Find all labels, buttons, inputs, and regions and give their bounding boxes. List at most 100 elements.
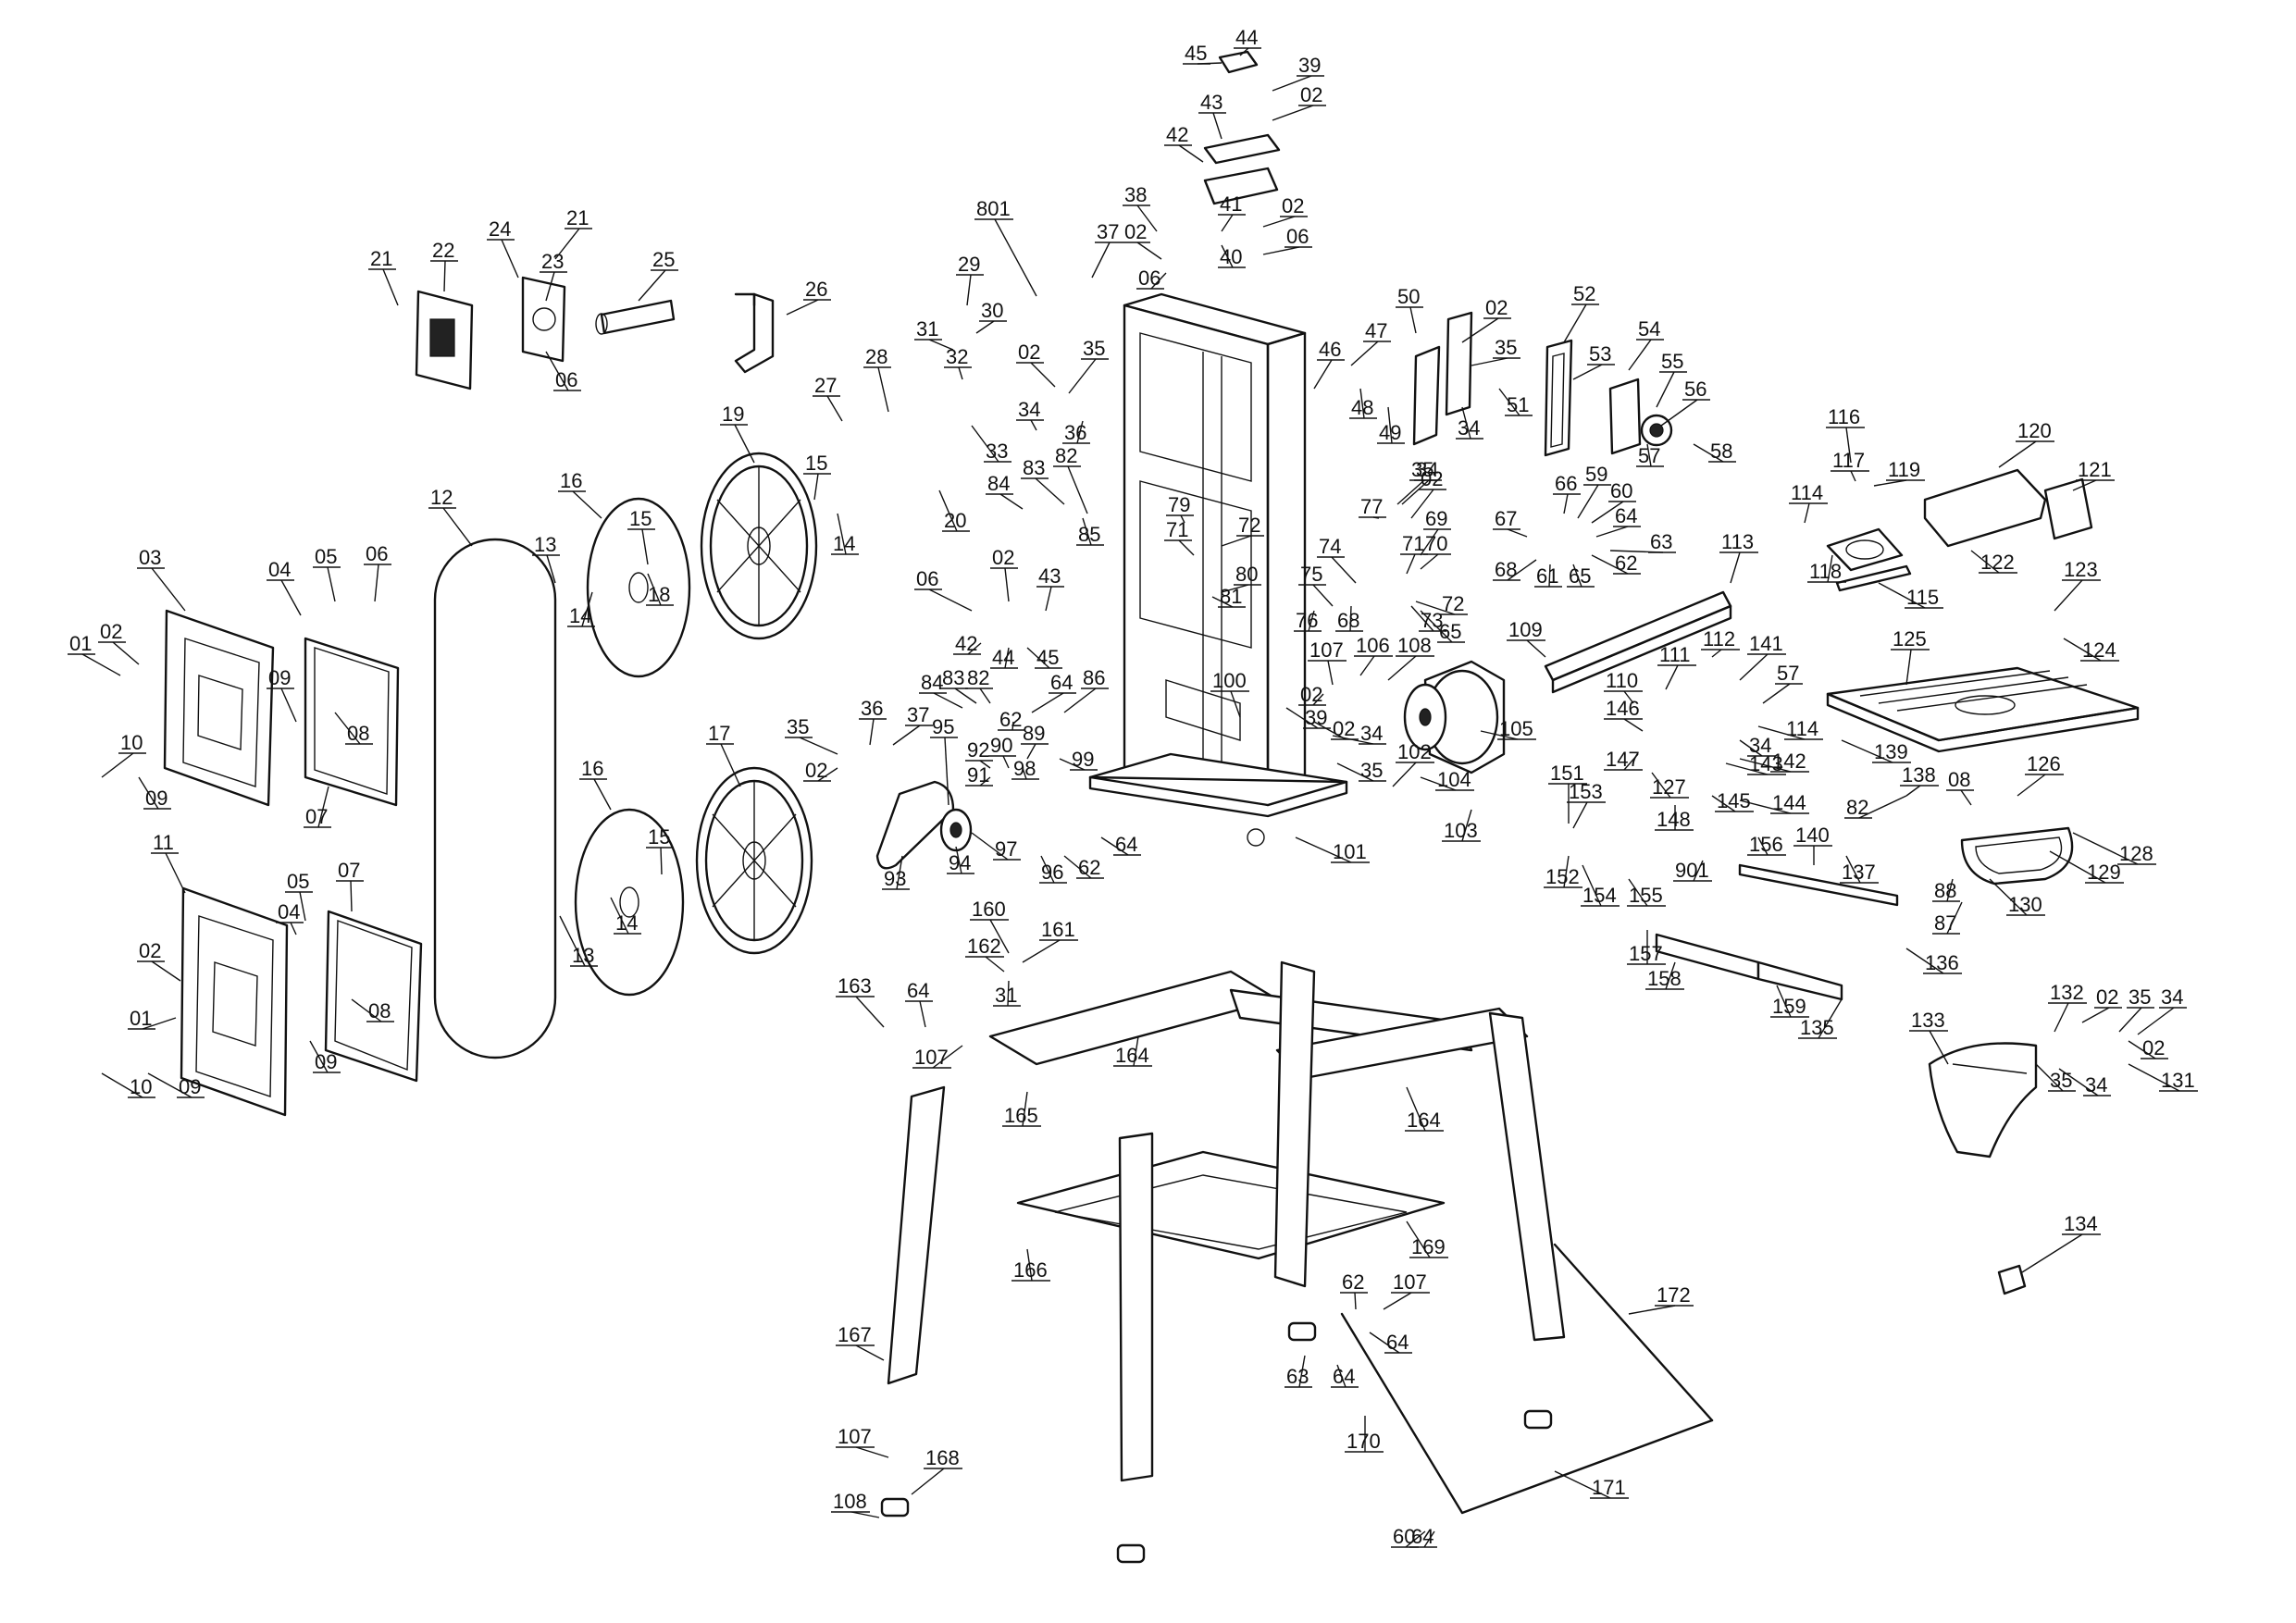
lower-door — [180, 886, 289, 1117]
part-label-64: 64 — [1050, 671, 1073, 694]
leader-line — [1026, 743, 1036, 760]
part-label-76: 76 — [1296, 609, 1318, 632]
part-label-30: 30 — [981, 299, 1003, 322]
part-label-94: 94 — [949, 851, 971, 874]
stand — [880, 960, 1566, 1564]
leader-line — [1068, 358, 1097, 394]
part-label-126: 126 — [2027, 752, 2061, 775]
part-label-15: 15 — [629, 507, 652, 530]
part-label-89: 89 — [1023, 722, 1045, 745]
part-label-65: 65 — [1569, 564, 1591, 588]
part-label-77: 77 — [1360, 495, 1383, 518]
part-label-45: 45 — [1185, 42, 1207, 65]
leader-line — [1045, 586, 1052, 612]
part-label-15: 15 — [805, 452, 827, 475]
leader-line — [2058, 1068, 2099, 1096]
part-label-09: 09 — [268, 666, 291, 689]
part-label-159: 159 — [1772, 995, 1806, 1018]
leader-line — [2128, 1063, 2180, 1092]
leader-line — [1818, 998, 1843, 1039]
part-label-33: 33 — [986, 440, 1008, 463]
leader-line — [1221, 535, 1252, 547]
leader-line — [1406, 1220, 1431, 1258]
part-label-05: 05 — [315, 545, 337, 568]
part-label-86: 86 — [1083, 666, 1105, 689]
part-label-67: 67 — [1495, 507, 1517, 530]
leader-line — [1406, 553, 1416, 575]
wheel-55 — [1608, 378, 1673, 455]
leader-line — [1230, 690, 1241, 718]
leader-line — [1423, 1530, 1435, 1548]
leader-line — [1327, 660, 1334, 686]
part-label-66: 66 — [1555, 472, 1577, 495]
part-label-130: 130 — [2008, 893, 2042, 916]
part-label-142: 142 — [1772, 750, 1806, 773]
part-label-72: 72 — [1238, 514, 1260, 537]
part-label-02: 02 — [100, 620, 122, 643]
part-label-41: 41 — [1220, 192, 1242, 216]
part-label-68: 68 — [1337, 609, 1359, 632]
part-label-69: 69 — [1425, 507, 1447, 530]
leader-line — [299, 891, 306, 922]
part-label-79: 79 — [1168, 493, 1190, 516]
leader-line — [1739, 739, 1763, 757]
leader-line — [1572, 364, 1603, 380]
leader-line — [1873, 479, 1907, 487]
crank-26 — [734, 292, 775, 374]
part-label-123: 123 — [2064, 558, 2098, 581]
leader-line — [2063, 638, 2102, 662]
leader-line — [165, 852, 186, 894]
part-label-60: 60 — [1393, 1525, 1415, 1548]
leader-line — [1262, 246, 1300, 255]
part-label-16: 16 — [581, 757, 603, 780]
part-label-38: 38 — [1124, 183, 1147, 206]
leader-line — [1628, 339, 1652, 371]
part-label-137: 137 — [1842, 861, 1876, 884]
leader-line — [2072, 832, 2139, 865]
part-label-09: 09 — [145, 787, 168, 810]
part-label-63: 63 — [1650, 530, 1672, 553]
part-label-45: 45 — [1036, 646, 1059, 669]
leader-line — [877, 366, 889, 413]
rail-158 — [1655, 863, 1899, 1001]
leader-line — [1031, 692, 1064, 713]
part-label-64: 64 — [1411, 1525, 1433, 1548]
leader-line — [1858, 795, 1907, 819]
leader-line — [1960, 789, 1972, 806]
part-label-135: 135 — [1800, 1016, 1834, 1039]
part-label-72: 72 — [1442, 592, 1464, 615]
part-label-28: 28 — [865, 345, 887, 368]
leader-line — [327, 566, 336, 602]
leader-line — [1313, 359, 1333, 390]
leader-line — [1100, 836, 1129, 856]
leader-line — [1420, 553, 1439, 570]
part-label-48: 48 — [1351, 396, 1373, 419]
part-label-02: 02 — [139, 939, 161, 962]
part-label-98: 98 — [1013, 757, 1036, 780]
leader-line — [1998, 440, 2037, 468]
part-label-141: 141 — [1749, 632, 1783, 655]
part-label-74: 74 — [1319, 535, 1341, 558]
part-label-17: 17 — [708, 722, 730, 745]
leader-line — [1178, 144, 1204, 163]
leader-line — [1563, 493, 1569, 514]
leader-line — [892, 725, 921, 746]
part-label-117: 117 — [1832, 449, 1865, 472]
part-label-26: 26 — [805, 278, 827, 301]
leader-line — [1026, 1248, 1033, 1282]
leader-line — [1461, 317, 1499, 343]
part-label-80: 80 — [1235, 563, 1258, 586]
leader-line — [1693, 860, 1704, 882]
part-label-50: 50 — [1397, 285, 1420, 308]
leader-line — [1905, 948, 1944, 974]
part-label-62: 62 — [999, 708, 1022, 731]
leader-line — [2054, 579, 2083, 612]
leader-line — [1623, 718, 1644, 732]
leader-line — [855, 1446, 889, 1458]
part-label-14: 14 — [615, 911, 638, 935]
part-label-44: 44 — [1235, 26, 1258, 49]
leader-line — [2118, 1007, 2142, 1033]
part-label-27: 27 — [814, 374, 837, 397]
leader-line — [350, 880, 353, 912]
part-label-136: 136 — [1925, 951, 1959, 974]
